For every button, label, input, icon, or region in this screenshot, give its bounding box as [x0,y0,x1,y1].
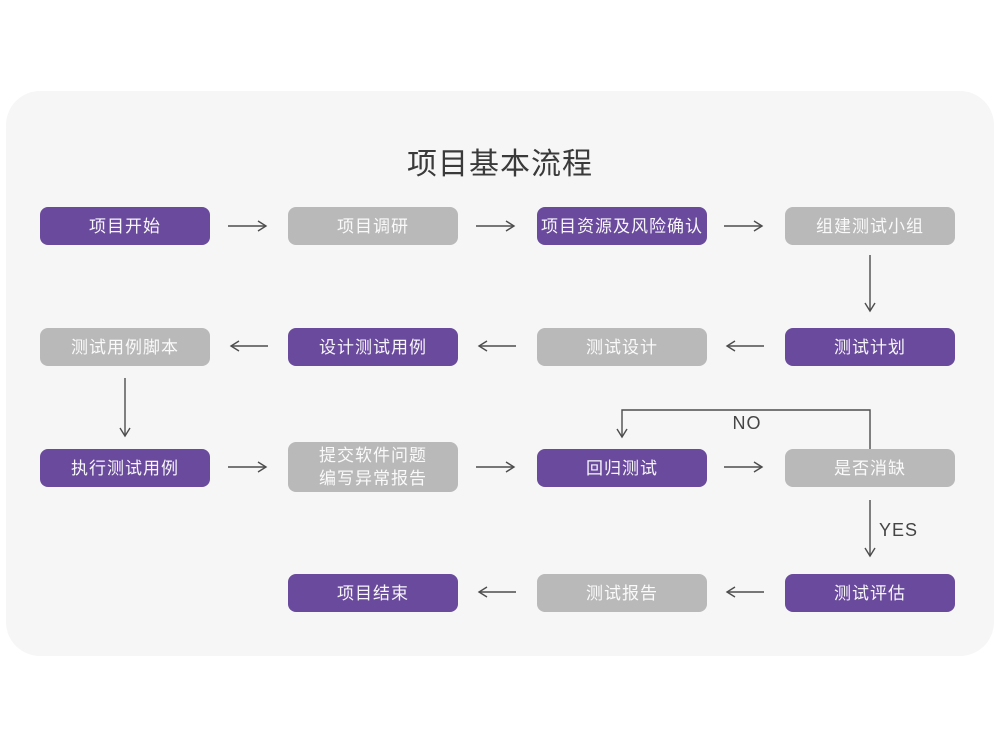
node-submit-issue: 提交软件问题 编写异常报告 [288,442,458,492]
node-test-evaluate: 测试评估 [785,574,955,612]
node-design-case: 设计测试用例 [288,328,458,366]
flowchart-card [6,91,994,656]
edge-label-yes: YES [879,520,919,540]
node-build-team: 组建测试小组 [785,207,955,245]
node-test-design: 测试设计 [537,328,707,366]
node-project-research: 项目调研 [288,207,458,245]
node-test-plan: 测试计划 [785,328,955,366]
node-exec-case: 执行测试用例 [40,449,210,487]
node-case-script: 测试用例脚本 [40,328,210,366]
node-project-end: 项目结束 [288,574,458,612]
node-project-start: 项目开始 [40,207,210,245]
node-resource-risk: 项目资源及风险确认 [537,207,707,245]
node-defect-cleared: 是否消缺 [785,449,955,487]
node-regression-test: 回归测试 [537,449,707,487]
node-test-report: 测试报告 [537,574,707,612]
page-title: 项目基本流程 [407,148,593,181]
edge-label-no: NO [732,413,762,433]
